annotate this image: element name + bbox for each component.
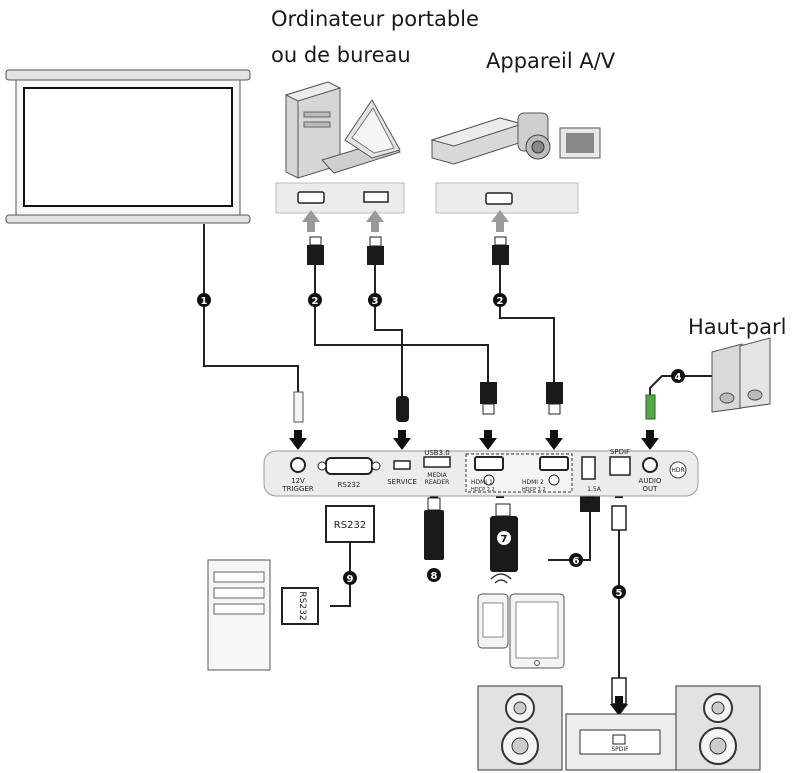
computer-label: Ordinateur portable — [271, 7, 479, 31]
rs232-side-label: RS232 — [297, 591, 307, 620]
port-hdmi1: HDMI 1 — [471, 479, 493, 486]
mobile-devices-icon — [477, 573, 565, 669]
port-trigger: TRIGGER — [281, 485, 313, 493]
port-reader: READER — [425, 479, 450, 486]
port-media: MEDIA — [427, 472, 447, 479]
port-labels: 12V TRIGGER RS232 SERVICE USB3.0 MEDIA R… — [281, 448, 684, 621]
callout-7: 7 — [501, 534, 508, 545]
callout-4: 4 — [675, 372, 682, 383]
av-device-icon — [430, 112, 601, 165]
pc-tower-icon — [207, 559, 271, 671]
speakers-label: Haut-parl — [688, 315, 787, 339]
callout-2b: 2 — [497, 296, 504, 307]
source-arrows — [302, 210, 509, 232]
port-hdr: HDR — [671, 467, 684, 474]
port-service: SERVICE — [387, 478, 417, 486]
port-hdcp1: HDCP 2.2 — [471, 487, 495, 493]
port-spdif: SPDIF — [610, 448, 630, 456]
port-out: OUT — [643, 485, 659, 493]
rs232-top-label: RS232 — [334, 520, 366, 531]
computer-icon — [284, 81, 401, 179]
callout-6: 6 — [573, 556, 580, 567]
port-usb-power: 1.5A — [587, 486, 602, 493]
speakers-icon — [711, 337, 771, 413]
callout-3: 3 — [372, 296, 379, 307]
plugs — [281, 236, 656, 705]
projection-screen — [5, 69, 251, 224]
callout-1: 1 — [201, 296, 208, 307]
callout-5: 5 — [616, 588, 623, 599]
port-hdcp2: HDCP 2.2 — [522, 487, 546, 493]
callout-2a: 2 — [312, 296, 319, 307]
av-port-panel — [435, 182, 579, 214]
port-12v: 12V — [291, 477, 305, 485]
computer-label-line2: ou de bureau — [271, 43, 411, 67]
callout-9: 9 — [347, 574, 354, 585]
computer-port-panel — [275, 182, 405, 214]
port-hdmi2: HDMI 2 — [522, 479, 544, 486]
port-rs232: RS232 — [338, 481, 361, 489]
callouts: 1 2 3 2 4 5 6 7 8 9 — [197, 293, 685, 599]
projector-rear-panel — [263, 450, 699, 497]
port-usb30: USB3.0 — [424, 449, 450, 457]
callout-8: 8 — [431, 571, 438, 582]
stereo-system-icon: SPDIF — [477, 685, 761, 771]
port-audio: AUDIO — [639, 477, 662, 485]
spdif-receiver-label: SPDIF — [611, 746, 629, 753]
av-device-label: Appareil A/V — [486, 49, 616, 73]
